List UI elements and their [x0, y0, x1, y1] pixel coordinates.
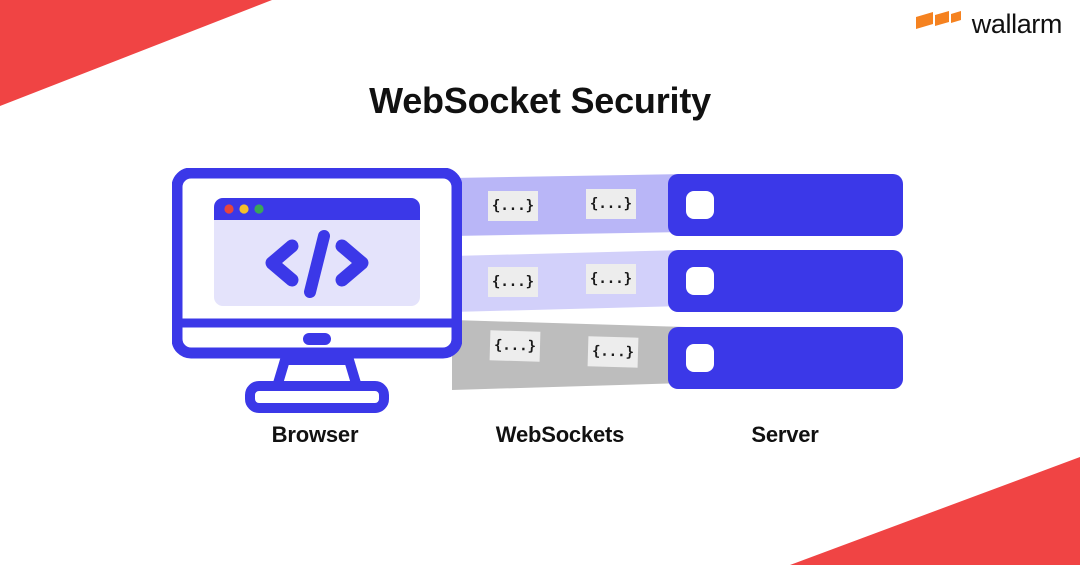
brand-logo: wallarm: [915, 9, 1063, 39]
status-led-icon: [686, 267, 714, 295]
page-title: WebSocket Security: [369, 80, 711, 121]
status-led-icon: [686, 344, 714, 372]
websockets-label: WebSockets: [495, 422, 625, 447]
browser-label: Browser: [271, 422, 359, 447]
desktop-monitor-icon: [171, 167, 463, 418]
diagram-stage: {...} {...} {...} {...} {...} {...}: [0, 160, 1080, 420]
packet-label: {...}: [586, 189, 636, 219]
packet-label: {...}: [586, 264, 636, 294]
server-unit-1: [668, 174, 903, 236]
server-label: Server: [751, 422, 819, 447]
wallarm-bolt-icon: [915, 10, 962, 39]
server-unit-3: [668, 327, 903, 389]
packet-label: {...}: [488, 191, 538, 221]
packet-label: {...}: [488, 267, 538, 297]
websocket-connections: [452, 174, 686, 390]
brand-name: wallarm: [971, 9, 1063, 39]
bottom-right-accent-triangle: [790, 457, 1080, 565]
server-unit-2: [668, 250, 903, 312]
packet-label: {...}: [489, 330, 541, 362]
packet-label: {...}: [587, 336, 639, 368]
status-led-icon: [686, 191, 714, 219]
connection-band-3: [452, 320, 686, 390]
